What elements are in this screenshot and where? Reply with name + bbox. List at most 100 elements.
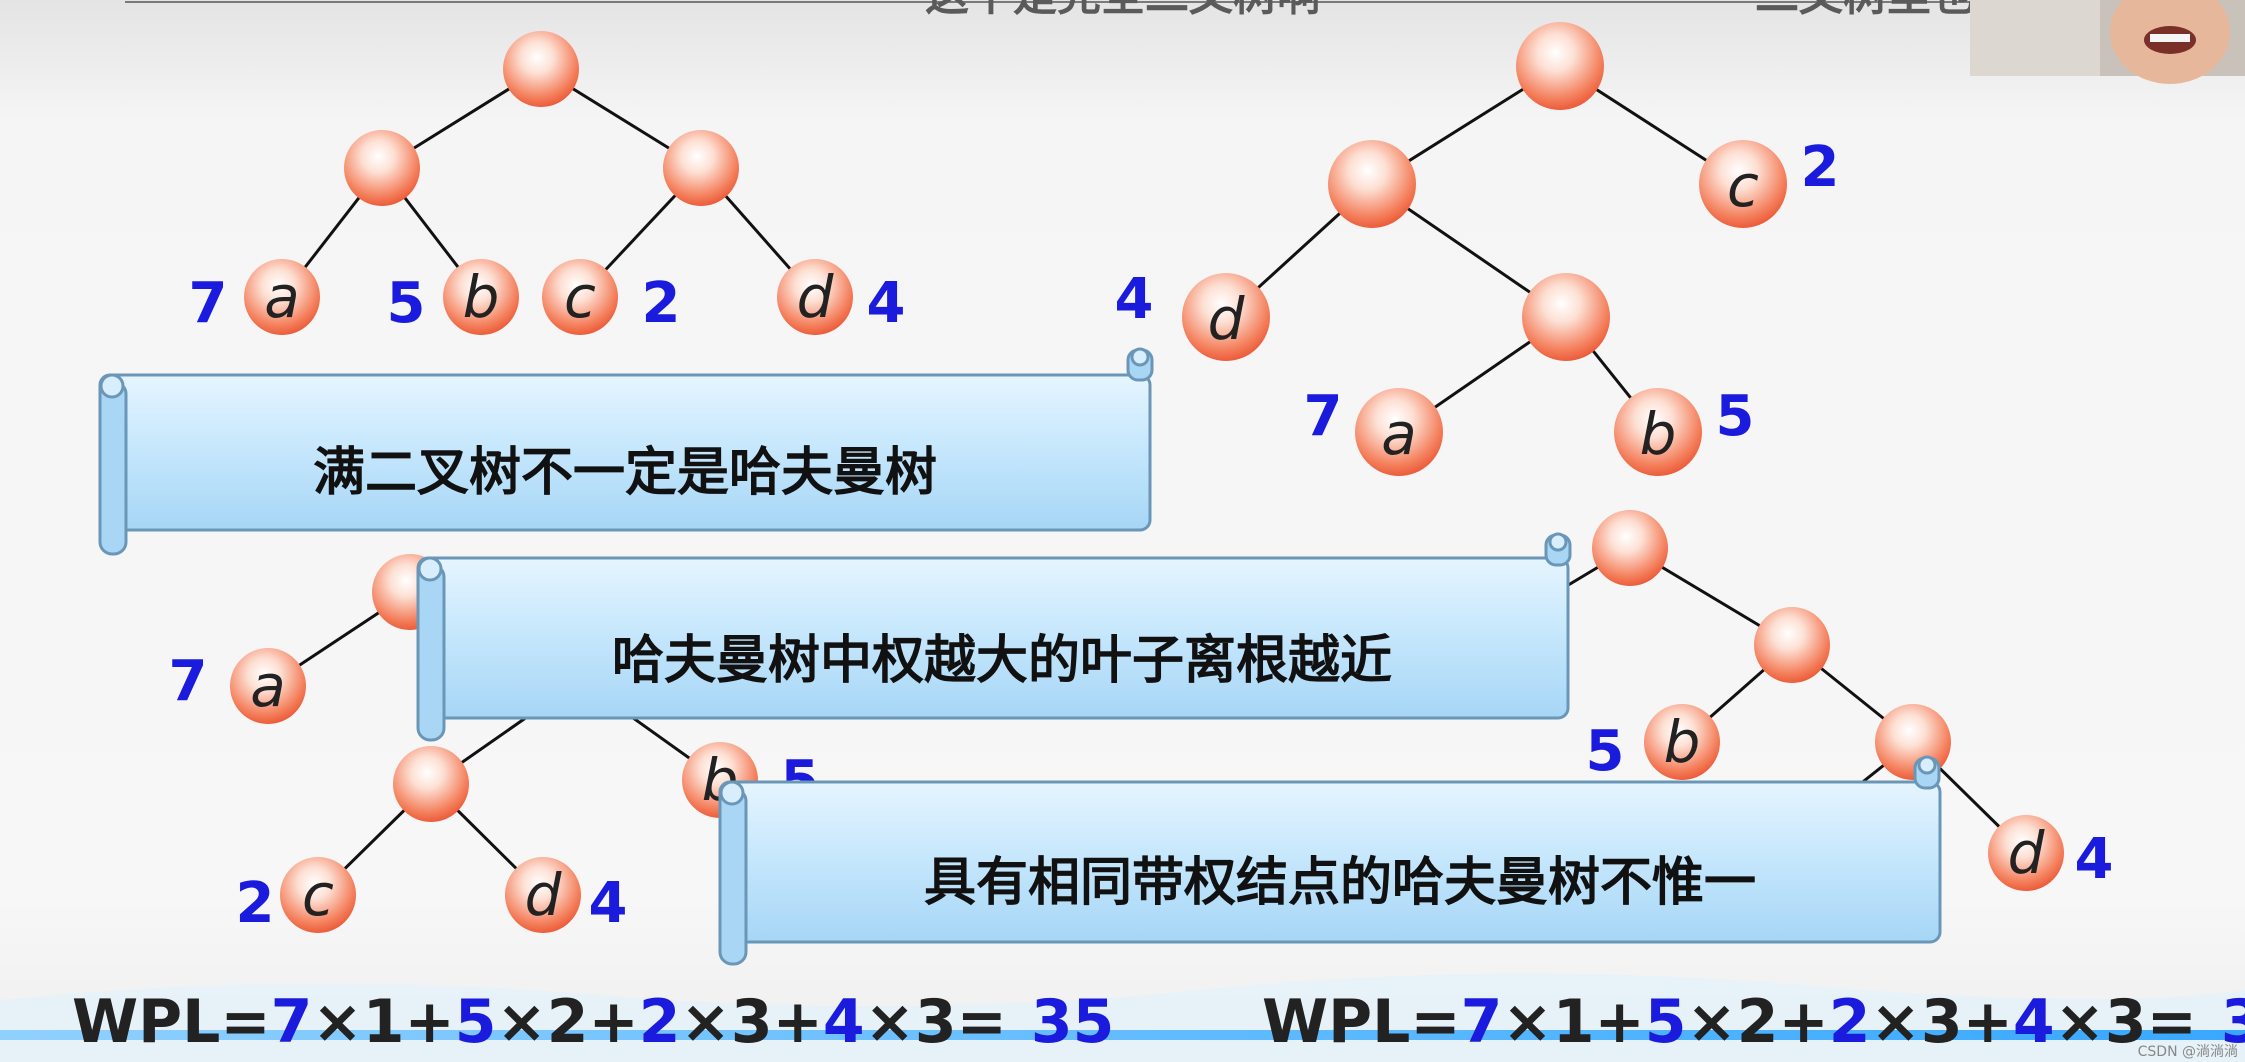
tree3-leaf-letter: d bbox=[525, 861, 563, 929]
tree4-leaf-node bbox=[1988, 815, 2064, 891]
wpl-plus: + bbox=[404, 987, 454, 1057]
tree1-leaf-weight: 4 bbox=[867, 271, 906, 336]
wpl-plus: + bbox=[1779, 987, 1829, 1057]
tree1-nodes bbox=[244, 31, 853, 335]
wpl-result: 35 bbox=[1031, 987, 1115, 1057]
wpl-depth: 2 bbox=[547, 987, 589, 1057]
top-caption-left: 这个是完全二叉树啊 bbox=[925, 0, 1321, 21]
banner-scroll-roll-left bbox=[98, 380, 128, 556]
wpl-times: × bbox=[312, 987, 362, 1057]
tree2-internal-node bbox=[1328, 140, 1416, 228]
wpl-times: × bbox=[1871, 987, 1921, 1057]
wpl-equals: = bbox=[2147, 987, 2197, 1057]
wpl-times: × bbox=[2055, 987, 2105, 1057]
wpl-weight: 5 bbox=[455, 987, 497, 1057]
wpl-plus: + bbox=[1963, 987, 2013, 1057]
tree1-leaf-node bbox=[443, 259, 519, 335]
wpl-depth: 3 bbox=[1921, 987, 1963, 1057]
tree2-root-node bbox=[1516, 22, 1604, 110]
tree2-leaf-letter: a bbox=[1381, 400, 1417, 468]
tree4-root-node bbox=[1592, 510, 1668, 586]
tree2-leaf-letter: c bbox=[1727, 152, 1759, 220]
wpl-weight: 4 bbox=[823, 987, 865, 1057]
wpl-label: WPL bbox=[72, 987, 220, 1057]
banner-scroll-roll-left bbox=[718, 787, 748, 966]
wpl-times: × bbox=[681, 987, 731, 1057]
wpl-depth: 3 bbox=[915, 987, 957, 1057]
wpl-depth: 1 bbox=[363, 987, 405, 1057]
banner-text: 具有相同带权结点的哈夫曼树不惟一 bbox=[924, 853, 1756, 913]
tree2-leaf-weight: 2 bbox=[1801, 135, 1840, 200]
tree2-internal-node bbox=[1522, 273, 1610, 361]
tree3-leaf-node bbox=[280, 857, 356, 933]
tree3-leaf-letter: a bbox=[250, 652, 286, 720]
wpl-plus: + bbox=[1594, 987, 1644, 1057]
wpl-weight: 4 bbox=[2013, 987, 2055, 1057]
tree1-leaf-node bbox=[244, 259, 320, 335]
watermark: CSDN @淌淌淌 bbox=[2138, 1044, 2238, 1060]
tree4-leaf-weight: 4 bbox=[2075, 827, 2114, 892]
tree2-leaf-node bbox=[1182, 273, 1270, 361]
tree1-leaf-weight: 2 bbox=[642, 271, 681, 336]
tree2-leaf-letter: d bbox=[1208, 285, 1246, 353]
tree1-internal-node bbox=[663, 130, 739, 206]
banner-huffman-not-unique: 具有相同带权结点的哈夫曼树不惟一 bbox=[718, 755, 1942, 966]
tree3-leaf-letter: c bbox=[302, 861, 334, 929]
webcam-thumbnail bbox=[1970, 0, 2245, 84]
wpl-times: × bbox=[1502, 987, 1552, 1057]
wpl-times: × bbox=[496, 987, 546, 1057]
wpl-result: 35 bbox=[2221, 987, 2245, 1057]
banner-text: 满二叉树不一定是哈夫曼树 bbox=[313, 443, 937, 503]
tree1-leaf-weight: 5 bbox=[387, 271, 426, 336]
tree4-leaf-weight: 5 bbox=[1586, 719, 1625, 784]
wpl-weight: 7 bbox=[1461, 987, 1503, 1057]
wpl-weight: 5 bbox=[1645, 987, 1687, 1057]
wpl-weight: 7 bbox=[271, 987, 313, 1057]
tree3-leaf-node bbox=[505, 857, 581, 933]
wpl-formula-left: WPL=7×1+5×2+2×3+4×3=35 bbox=[72, 987, 1114, 1057]
tree3-leaf-weight: 7 bbox=[169, 649, 208, 714]
tree2-labels: c d a b 2 4 7 5 bbox=[1115, 135, 1840, 468]
wpl-weight: 2 bbox=[1829, 987, 1871, 1057]
tree4-leaf-node bbox=[1644, 704, 1720, 780]
wpl-depth: 3 bbox=[2105, 987, 2147, 1057]
tree2-leaf-letter: b bbox=[1640, 400, 1677, 468]
tree1-leaf-node bbox=[777, 259, 853, 335]
tree2-leaf-weight: 7 bbox=[1304, 384, 1343, 449]
wpl-times: × bbox=[1686, 987, 1736, 1057]
tree2-edges bbox=[1224, 64, 1744, 434]
banner-scroll-roll-left bbox=[416, 563, 446, 742]
tree2-leaf-weight: 5 bbox=[1716, 384, 1755, 449]
tree2-leaf-node bbox=[1699, 140, 1787, 228]
wpl-plus: + bbox=[773, 987, 823, 1057]
wpl-depth: 2 bbox=[1737, 987, 1779, 1057]
tree1-leaf-letter: c bbox=[564, 263, 596, 331]
tree3-leaf-weight: 4 bbox=[589, 871, 628, 936]
tree1-leaf-weight: 7 bbox=[189, 271, 228, 336]
wpl-formula-right: WPL=7×1+5×2+2×3+4×3=35 bbox=[1262, 987, 2245, 1057]
tree3-leaf-weight: 2 bbox=[236, 871, 275, 936]
tree4-leaf-letter: b bbox=[1664, 708, 1701, 776]
tree1-leaf-letter: a bbox=[264, 263, 300, 331]
tree2-nodes bbox=[1182, 22, 1787, 476]
wpl-weight: 2 bbox=[639, 987, 681, 1057]
tree3-leaf-node bbox=[230, 648, 306, 724]
wpl-depth: 1 bbox=[1553, 987, 1595, 1057]
banner-huffman-weight-depth: 哈夫曼树中权越大的叶子离根越近 bbox=[416, 532, 1572, 742]
wpl-plus: + bbox=[589, 987, 639, 1057]
tree1-leaf-letter: b bbox=[463, 263, 500, 331]
tree1-root-node bbox=[503, 31, 579, 107]
tree1-leaf-letter: d bbox=[797, 263, 835, 331]
tree4-nodes bbox=[1592, 510, 2064, 891]
wpl-equals: = bbox=[957, 987, 1007, 1057]
tree4-labels: b d 5 4 bbox=[1586, 708, 2114, 892]
tree4-leaf-letter: d bbox=[2008, 819, 2046, 887]
wpl-label: WPL bbox=[1262, 987, 1410, 1057]
tree4-internal-node bbox=[1754, 607, 1830, 683]
tree1-leaf-node bbox=[542, 259, 618, 335]
wpl-equals: = bbox=[220, 987, 270, 1057]
banner-text: 哈夫曼树中权越大的叶子离根越近 bbox=[612, 631, 1392, 691]
tree1-internal-node bbox=[344, 130, 420, 206]
